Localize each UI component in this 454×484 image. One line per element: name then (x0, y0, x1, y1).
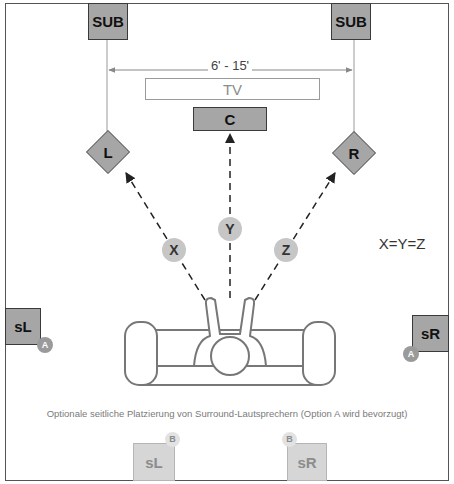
speaker-label: B (169, 435, 176, 444)
option-tag: A (37, 337, 53, 353)
subwoofer-box: SUB (331, 3, 371, 40)
speaker-label: sL (14, 319, 32, 334)
extension-line (107, 40, 108, 131)
couch (125, 322, 335, 385)
option-tag: B (165, 432, 180, 447)
speaker-label: sL (145, 455, 163, 470)
center-speaker: C (193, 107, 267, 131)
subwoofer-box: SUB (88, 3, 128, 40)
surround-speaker: sRA (412, 315, 449, 352)
speaker-label: Z (282, 243, 291, 257)
speaker-label: sR (421, 326, 440, 341)
tv-box: TV (145, 78, 320, 100)
speaker-label: Y (225, 222, 234, 236)
option-tag: B (282, 432, 297, 447)
speaker-label: R (349, 146, 360, 161)
speaker-label: sR (297, 455, 316, 470)
front-speaker: L (86, 130, 130, 174)
option-tag: A (403, 346, 419, 362)
speaker-label: L (103, 145, 112, 160)
extension-line (354, 40, 355, 132)
caption-note: Optionale seitliche Platzierung von Surr… (44, 408, 411, 419)
surround-speaker: sLA (5, 308, 41, 345)
speaker-label: A (408, 350, 415, 359)
dimension-label: 6' - 15' (208, 58, 252, 73)
surround-speaker-alt: sRB (287, 443, 327, 481)
speaker-label: SUB (335, 14, 367, 29)
listening-arrow (126, 173, 205, 300)
listener (194, 298, 266, 375)
listening-arrow (255, 173, 335, 300)
label-holder: Optionale seitliche Platzierung von Surr… (8, 403, 446, 421)
surround-speaker-alt: sLB (133, 443, 175, 481)
distance-marker: Y (218, 217, 242, 241)
speaker-label: B (286, 435, 293, 444)
speaker-label: C (225, 112, 236, 127)
speaker-label: TV (223, 82, 242, 97)
front-speaker: R (332, 131, 376, 175)
speaker-label: A (42, 341, 49, 350)
distance-marker: Z (274, 238, 298, 262)
room-outline (6, 4, 449, 481)
listening-arrow (229, 134, 231, 298)
distance-marker: X (162, 238, 186, 262)
label-holder: X=Y=Z (362, 235, 442, 253)
speaker-label: X (169, 243, 178, 257)
equality-note: X=Y=Z (376, 235, 429, 252)
label-holder: 6' - 15' (190, 56, 270, 74)
speaker-label: SUB (92, 14, 124, 29)
